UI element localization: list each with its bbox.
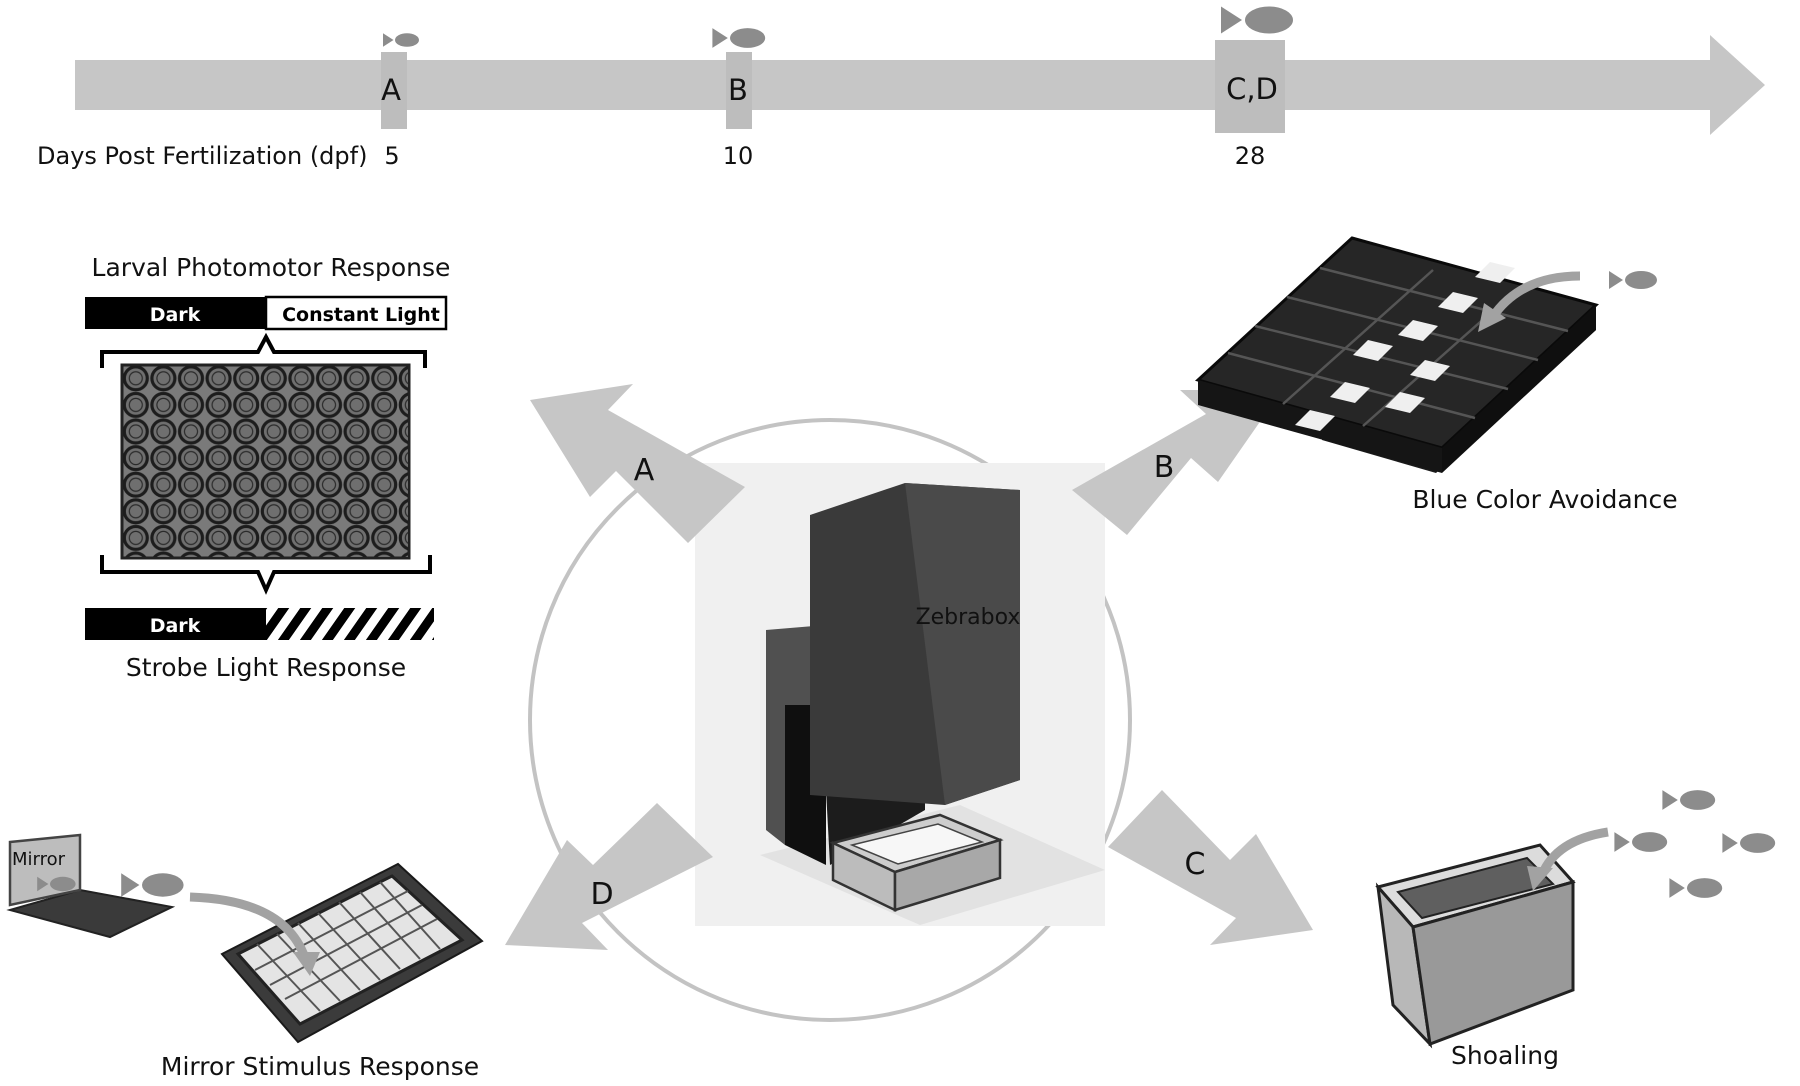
mirror-fish-icon xyxy=(121,873,184,897)
fish-5dpf-icon xyxy=(383,33,419,47)
marker-b-bar xyxy=(726,52,752,129)
zebrabox-label: Zebrabox xyxy=(916,605,1021,630)
shoaling-panel: Shoaling xyxy=(1375,790,1776,1070)
blue-fish-icon xyxy=(1609,271,1657,289)
strobe-dark-label: Dark xyxy=(150,615,201,637)
zebrabox-device: Zebrabox xyxy=(766,483,1021,912)
marker-a-day: 5 xyxy=(384,142,399,170)
dark-label: Dark xyxy=(150,304,201,326)
fish-28dpf-icon xyxy=(1221,6,1293,34)
timeline: A B C,D Days Post Fertilization (dpf) 5 … xyxy=(37,6,1765,170)
shoal-fish-3-icon xyxy=(1722,833,1776,853)
marker-a-label: A xyxy=(381,73,401,107)
well-grid xyxy=(123,366,408,557)
blue-panel: Blue Color Avoidance xyxy=(1195,236,1678,514)
strobe-dark-bar xyxy=(85,608,266,640)
axis-label: Days Post Fertilization (dpf) xyxy=(37,142,367,170)
marker-a-bar xyxy=(381,52,407,129)
blue-insert-arrowhead xyxy=(1478,303,1506,332)
shoal-fish-4-icon xyxy=(1669,878,1723,898)
tank-grid xyxy=(1195,236,1599,473)
blue-insert-arrow xyxy=(1488,271,1581,321)
blue-title: Blue Color Avoidance xyxy=(1412,485,1677,514)
arrow-b-label: B xyxy=(1154,450,1175,485)
marker-b-day: 10 xyxy=(723,142,754,170)
dark-bar xyxy=(85,297,266,329)
arrow-b xyxy=(1072,390,1282,535)
arrow-d xyxy=(505,803,713,950)
arrow-c xyxy=(1108,790,1313,945)
shoaling-title: Shoaling xyxy=(1451,1041,1559,1070)
mirror-insert-arrowhead xyxy=(293,952,320,976)
mirror-plate-cells xyxy=(254,881,441,1012)
marker-b-label: B xyxy=(728,73,748,107)
arrow-a-label: A xyxy=(634,453,655,488)
top-bracket xyxy=(100,332,427,368)
shoal-tank xyxy=(1375,843,1576,1049)
mirror-panel: Mirror Mirror Stimulus Response xyxy=(6,833,484,1081)
mirror-base xyxy=(6,888,176,939)
light-bar xyxy=(264,295,448,331)
shoal-insert-arrowhead xyxy=(1527,866,1553,891)
arrow-c-label: C xyxy=(1185,847,1206,882)
shoal-fish-1-icon xyxy=(1662,790,1716,810)
center-hub: A B C D Zebrabox xyxy=(505,384,1313,1022)
fish-10dpf-icon xyxy=(712,28,766,48)
arrow-a xyxy=(530,384,745,543)
timeline-arrow xyxy=(75,35,1765,135)
larval-title: Larval Photomotor Response xyxy=(92,253,451,282)
strobe-stripes xyxy=(266,608,434,640)
mirror-insert-arrow xyxy=(189,892,310,960)
bottom-bracket xyxy=(100,555,432,595)
marker-cd-bar xyxy=(1215,40,1285,133)
marker-cd-label: C,D xyxy=(1226,72,1278,106)
mirror-title: Mirror Stimulus Response xyxy=(161,1052,479,1081)
marker-cd-day: 28 xyxy=(1235,142,1266,170)
strobe-title: Strobe Light Response xyxy=(126,653,406,682)
arrow-d-label: D xyxy=(590,877,613,912)
center-circle xyxy=(528,418,1132,1022)
shoal-fish-2-icon xyxy=(1614,832,1668,852)
light-label: Constant Light xyxy=(282,304,440,326)
mirror-label: Mirror xyxy=(12,849,66,870)
larval-panel: Larval Photomotor Response Dark Constant… xyxy=(85,253,450,682)
